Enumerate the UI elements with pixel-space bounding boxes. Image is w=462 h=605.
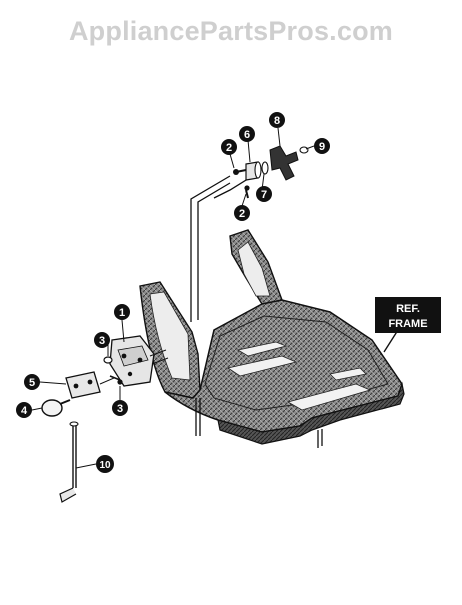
callout-2-lower: 2 xyxy=(234,205,250,221)
callout-7: 7 xyxy=(256,186,272,202)
callout-5: 5 xyxy=(24,374,40,390)
callout-10: 10 xyxy=(96,455,114,473)
callouts: 1 2 2 3 3 4 5 xyxy=(16,112,330,473)
svg-text:6: 6 xyxy=(244,129,250,141)
callout-6: 6 xyxy=(239,126,255,142)
callout-2-upper: 2 xyxy=(221,139,237,155)
svg-text:7: 7 xyxy=(261,189,267,201)
callout-8: 8 xyxy=(269,112,285,128)
ref-label-line2: FRAME xyxy=(388,318,427,330)
hinge-plate xyxy=(65,371,115,399)
ref-label-line1: REF. xyxy=(396,303,420,315)
ref-frame xyxy=(139,229,405,448)
rod xyxy=(59,421,79,503)
callout-9: 9 xyxy=(314,138,330,154)
svg-text:9: 9 xyxy=(319,141,325,153)
watermark: AppliancePartsPros.com xyxy=(68,16,393,46)
upper-hardware xyxy=(233,145,309,199)
callout-3-upper: 3 xyxy=(94,332,110,348)
svg-text:1: 1 xyxy=(119,307,125,319)
knob xyxy=(41,399,71,417)
callout-3-lower: 3 xyxy=(112,400,128,416)
callout-1: 1 xyxy=(114,304,130,320)
svg-text:2: 2 xyxy=(226,142,232,154)
mounting-bracket xyxy=(109,335,169,387)
svg-text:4: 4 xyxy=(21,405,28,417)
svg-text:8: 8 xyxy=(274,115,280,127)
svg-text:3: 3 xyxy=(117,403,123,415)
callout-4: 4 xyxy=(16,402,32,418)
svg-text:10: 10 xyxy=(99,460,111,471)
svg-text:2: 2 xyxy=(239,208,245,220)
svg-text:3: 3 xyxy=(99,335,105,347)
svg-text:5: 5 xyxy=(29,377,35,389)
ref-frame-label: REF. FRAME xyxy=(375,297,441,333)
